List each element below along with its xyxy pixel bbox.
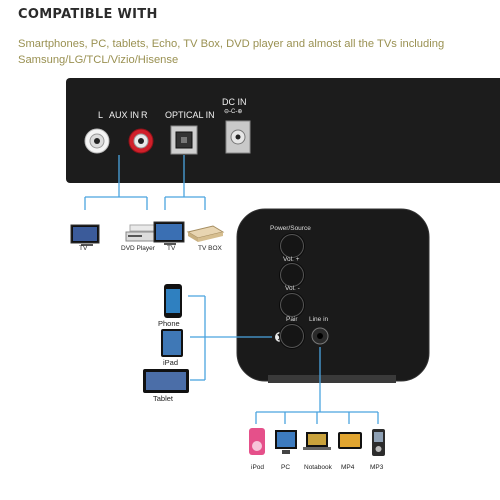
power-source-button[interactable] bbox=[280, 234, 304, 258]
vol-up-button[interactable] bbox=[280, 263, 304, 287]
aux-in-left-jack bbox=[84, 128, 110, 154]
line-in-device-label: iPod bbox=[251, 464, 265, 471]
aux-label: AUX IN bbox=[109, 110, 140, 120]
mp4-device-icon bbox=[338, 432, 362, 449]
optical-label: OPTICAL IN bbox=[165, 110, 215, 120]
tablet-label: Tablet bbox=[153, 394, 174, 403]
line-in-device-label: MP4 bbox=[341, 464, 355, 471]
vol-down-label: Vol. - bbox=[285, 285, 300, 292]
line-in-label: Line in bbox=[309, 316, 329, 323]
aux-label-left: L bbox=[98, 110, 104, 120]
pair-label: Pair bbox=[286, 316, 298, 323]
pair-button[interactable] bbox=[280, 324, 304, 348]
line-in-device-label: PC bbox=[281, 464, 291, 471]
page-subtitle: Smartphones, PC, tablets, Echo, TV Box, … bbox=[18, 38, 445, 66]
line-in-device-label: MP3 bbox=[370, 464, 384, 471]
dc-polarity-label: ⊖-C-⊕ bbox=[224, 109, 243, 115]
line-in-device-label: Notabook bbox=[304, 464, 332, 471]
ipod-device-icon bbox=[249, 428, 265, 455]
tablet-device-icon bbox=[143, 369, 189, 393]
top-connector-lines bbox=[84, 155, 206, 210]
top-device-label: DVD Player bbox=[121, 245, 155, 252]
notebook-device-icon bbox=[303, 432, 331, 450]
dc-in-port bbox=[225, 120, 251, 154]
tv-device-icon bbox=[153, 221, 185, 245]
tv-box-device-icon bbox=[186, 225, 225, 242]
power-source-label: Power/Source bbox=[270, 225, 311, 232]
top-device-label: TV bbox=[79, 245, 88, 252]
line-in-connector-lines bbox=[255, 347, 379, 424]
bluetooth-receiver-body bbox=[236, 208, 430, 383]
ipad-device-icon bbox=[161, 329, 183, 357]
phone-label: Phone bbox=[158, 319, 180, 328]
optical-in-port bbox=[170, 125, 198, 155]
tv-device-icon bbox=[70, 224, 100, 246]
aux-in-right-jack bbox=[128, 128, 154, 154]
line-in-jack bbox=[311, 327, 329, 345]
top-device-label: TV BOX bbox=[198, 245, 222, 252]
pc-device-icon bbox=[275, 430, 297, 454]
page-title: COMPATIBLE WITH bbox=[18, 7, 158, 22]
mp3-device-icon bbox=[372, 429, 385, 456]
top-device-label: TV bbox=[167, 245, 176, 252]
vol-down-button[interactable] bbox=[280, 293, 304, 317]
ipad-label: iPad bbox=[163, 358, 179, 367]
aux-label-right: R bbox=[141, 110, 148, 120]
phone-device-icon bbox=[164, 284, 182, 318]
bluetooth-connector-lines bbox=[188, 295, 272, 381]
vol-up-label: Vol. + bbox=[283, 256, 300, 263]
dc-in-label: DC IN bbox=[222, 97, 247, 107]
